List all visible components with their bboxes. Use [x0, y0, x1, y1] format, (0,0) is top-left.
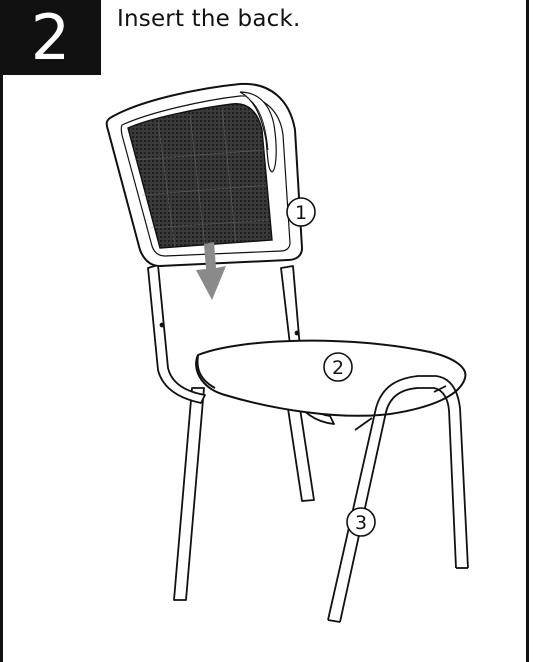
svg-text:2: 2: [332, 357, 344, 379]
callout-3-frame: 3: [347, 508, 375, 536]
rear-legs: [174, 388, 314, 600]
callout-2-seat: 2: [324, 353, 352, 381]
backrest: [107, 84, 302, 266]
callout-1-backrest: 1: [287, 198, 315, 226]
svg-text:1: 1: [295, 202, 307, 224]
left-back-post: [148, 265, 205, 403]
svg-text:3: 3: [355, 512, 367, 534]
